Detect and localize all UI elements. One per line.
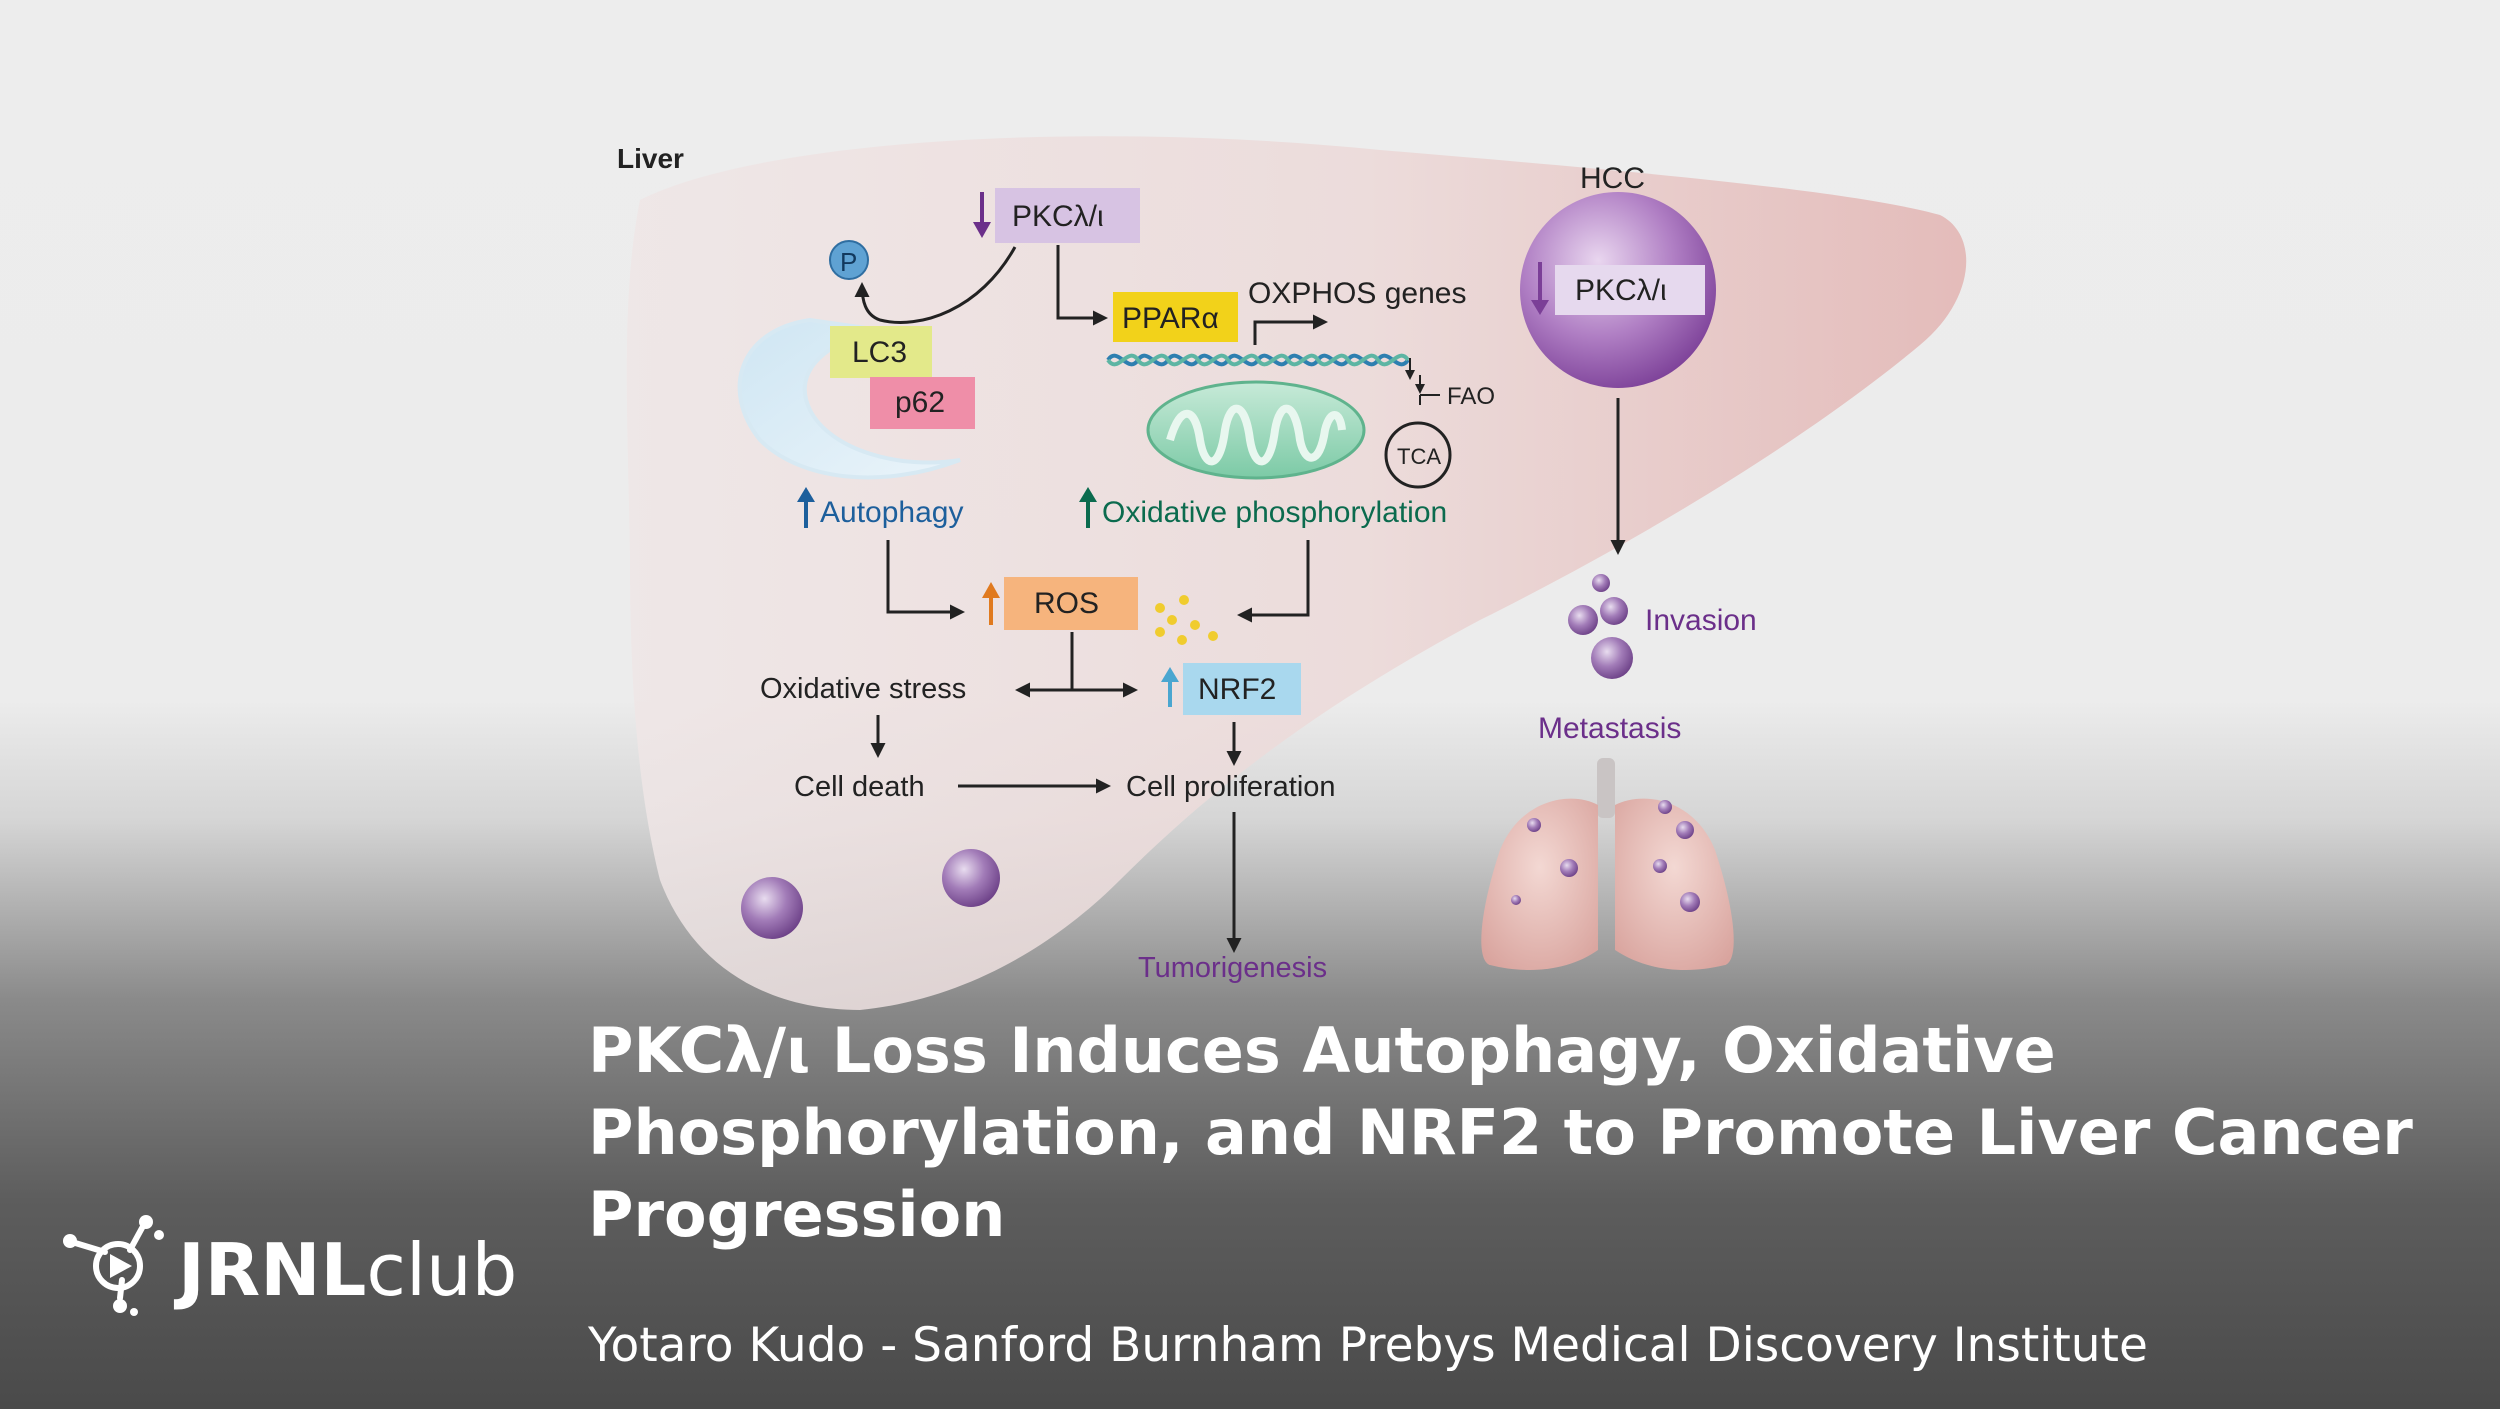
invasion-cell-icon — [1568, 605, 1598, 635]
tumor-cell-icon — [942, 849, 1000, 907]
pkc-top-box — [995, 188, 1140, 243]
lc3-label: LC3 — [852, 336, 907, 369]
autophagosome-icon — [737, 317, 961, 480]
pkc-to-p-arrow — [854, 246, 1017, 324]
pkc-hcc-label: PKCλ/ι — [1575, 274, 1667, 307]
p62-label: p62 — [895, 386, 945, 419]
invasion-label: Invasion — [1645, 604, 1757, 637]
logo-text-bold: JRNL — [178, 1228, 367, 1312]
fao-branch — [1419, 394, 1440, 405]
ppar-box — [1113, 292, 1238, 342]
oxphos-gene-arrow — [1253, 314, 1328, 345]
tumor-cell-icon — [741, 877, 803, 939]
autophagy-to-ros-arrow — [886, 540, 965, 620]
mitochondrion-icon — [1146, 380, 1366, 480]
phosphate-label: P — [840, 247, 857, 277]
lc3-box — [830, 326, 932, 378]
nrf2-box — [1183, 663, 1301, 715]
pkc-to-ppar-arrow — [1056, 245, 1108, 326]
oxphos-genes-label: OXPHOS genes — [1248, 277, 1466, 310]
dna-icon — [1106, 353, 1410, 367]
oxidative-stress-label: Oxidative stress — [760, 673, 966, 705]
ros-label: ROS — [1034, 587, 1099, 620]
oxphos-to-ros-arrow — [1237, 540, 1310, 623]
logo-wordmark: JRNLclub — [178, 1232, 517, 1308]
ros-particles-icon — [1155, 595, 1218, 645]
oxidative-phosphorylation-label: Oxidative phosphorylation — [1102, 496, 1447, 529]
hcc-label: HCC — [1580, 162, 1645, 195]
autophagy-label: Autophagy — [820, 496, 963, 529]
molecule-play-icon — [63, 1215, 164, 1316]
pkc-hcc-box — [1555, 265, 1705, 315]
jrnlclub-logo[interactable]: JRNLclub — [60, 1210, 520, 1330]
phosphate-icon — [829, 240, 869, 280]
tca-label: TCA — [1397, 444, 1441, 469]
cell-death-label: Cell death — [794, 771, 925, 803]
invasion-cell-icon — [1591, 637, 1633, 679]
ppar-label: PPARα — [1122, 302, 1219, 335]
p62-box — [870, 377, 975, 429]
nrf2-label: NRF2 — [1198, 673, 1276, 706]
tumorigenesis-label: Tumorigenesis — [1138, 952, 1327, 984]
ros-box — [1004, 577, 1138, 630]
invasion-cell-icon — [1592, 574, 1610, 592]
liver-shape — [626, 136, 1967, 1011]
liver-label: Liver — [617, 143, 684, 174]
tca-cycle-icon — [1384, 421, 1452, 489]
metastasis-label: Metastasis — [1538, 712, 1681, 745]
pkc-top-label: PKCλ/ι — [1012, 200, 1104, 233]
slide-title: PKCλ/ι Loss Induces Autophagy, Oxidative… — [588, 1014, 2413, 1251]
slide-subtitle: Yotaro Kudo - Sanford Burnham Prebys Med… — [588, 1318, 2148, 1373]
logo-text-light: club — [366, 1228, 518, 1312]
lungs-icon — [1481, 758, 1734, 970]
fao-label: FAO — [1447, 383, 1495, 410]
invasion-cell-icon — [1600, 597, 1628, 625]
cell-proliferation-label: Cell proliferation — [1126, 771, 1336, 803]
